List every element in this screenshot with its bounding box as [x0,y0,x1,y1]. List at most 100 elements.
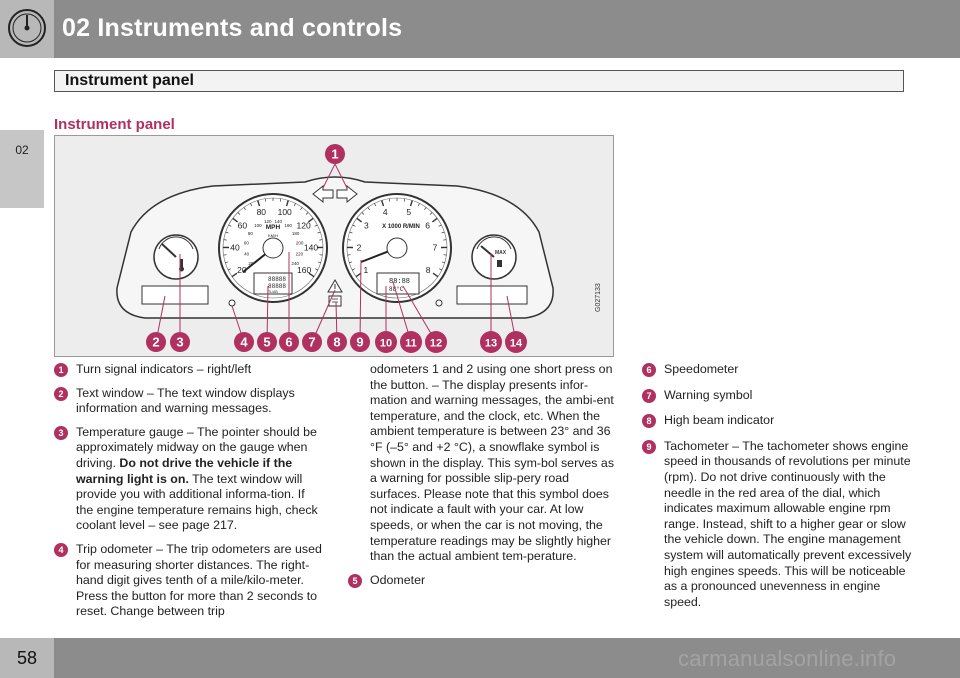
tachometer-tick [431,217,438,223]
speedometer-mph-label: 140 [304,243,318,253]
speedometer-mph-tick [293,203,296,207]
section-title-bar: Instrument panel [54,70,904,92]
speedometer-mph-label: 100 [278,207,292,217]
speedometer-mph-tick [231,272,238,278]
speedometer-kmh-label: 160 [284,223,292,228]
callout-number-3: 3 [176,335,183,350]
tachometer-label: 5 [406,207,411,217]
text-window-right [456,285,528,305]
tachometer-label: 3 [364,220,369,230]
speedometer-kmh-label: 200 [296,241,304,246]
speedometer-mph-tick [307,217,314,223]
clock-temperature-display [376,272,420,295]
chapter-side-tab: 02 [0,130,44,208]
callout-number-10: 10 [380,338,392,350]
fuel-max-label: MAX [495,250,507,256]
tachometer-tick [424,207,427,211]
speedometer-mph-tick [308,272,315,278]
speedometer-kmh-label: 240 [291,261,299,266]
item-text-5: Odometer [370,572,426,587]
tachometer-tick [441,231,445,234]
speedometer-kmh-label: 220 [296,251,304,256]
tachometer-ticks [346,198,448,278]
speedometer-mph-tick [250,203,253,207]
item-number-7: 7 [642,388,656,403]
cluster-housing [116,176,554,319]
section-title: Instrument panel [65,72,194,89]
speedometer-mph-tick [315,268,319,271]
trip-odometer-readout: 88888 [268,276,286,283]
callout-marker-6 [279,332,299,352]
item-text-3: Temperature gauge – The pointer should b… [76,425,324,534]
item-number-4: 4 [54,542,68,557]
callout-number-9: 9 [356,335,363,350]
speedometer-unit-mph: MPH [266,224,281,231]
speedometer-mph-tick [243,207,246,211]
tachometer-tick [432,272,439,278]
item-text-3a: Temperature gauge – The pointer should b… [76,424,317,470]
item-number-6: 6 [642,363,656,377]
callout-number-4: 4 [240,335,248,350]
speedometer-mph-tick [227,268,231,271]
speedometer-mph-label: 20 [237,265,247,275]
tachometer-tick [349,231,353,234]
tachometer-tick [443,239,447,241]
footer-page-tab: 58 [0,638,54,678]
list-item-4: 4 Trip odometer – The trip odometers are… [54,542,324,620]
speedometer-kmh-label: 140 [275,219,283,224]
speedometer-mph-tick [285,200,289,207]
text-column-2: odometers 1 and 2 using one short press … [348,362,616,596]
chapter-title: 02 Instruments and controls [62,14,403,42]
speedometer-mph-tick [317,231,321,234]
chapter-header-bar [0,0,960,58]
callout-marker-8 [327,332,347,352]
fuel-gauge: MAX [471,234,517,280]
tachometer-label: 2 [357,243,362,253]
callout-number-11: 11 [405,338,417,350]
turn-signal-left-icon [312,184,334,204]
turn-signal-right-icon [336,184,358,204]
callout-number-8: 8 [333,335,340,350]
item-number-3: 3 [54,425,68,440]
speedometer-mph-tick [319,239,323,241]
item-text-8: High beam indicator [664,413,775,428]
tachometer-tick [352,224,356,227]
callout-marker-1 [325,144,345,164]
speedometer-mph-tick [317,261,321,264]
high-beam-icon [328,295,342,307]
speedometer-mph-tick [314,224,318,227]
list-item-4-continued: odometers 1 and 2 using one short press … [348,362,616,565]
text-window-left [141,285,209,305]
tachometer-tick [439,268,443,271]
page-number: 58 [16,648,38,668]
callout-number-2: 2 [152,335,159,350]
item-text-9: Tachometer – The tachometer shows engine… [664,438,912,609]
tachometer-tick [374,203,377,207]
callout-number-6: 6 [285,335,292,350]
tachometer-tick [429,212,433,215]
callout-marker-12 [425,331,447,353]
figure-code: G027133 [595,283,602,312]
item-text-4-continued: odometers 1 and 2 using one short press … [370,362,615,564]
speedometer-kmh-label: 40 [244,251,250,256]
callout-marker-3 [170,332,190,352]
item-number-2: 2 [54,386,68,401]
tachometer-label: 8 [426,265,431,275]
speedometer-unit-kmh: KM/H [268,233,278,238]
callout-number-14: 14 [510,338,523,350]
speedometer-mph-tick [279,198,282,202]
watermark: carmanualsonline.info [678,646,897,671]
speedometer-mph-label: 80 [257,207,267,217]
item-text-3-warning: Do not drive the vehicle if the warning … [76,455,293,486]
callout-marker-11 [400,331,422,353]
clock-readout: 88:88 [389,278,410,286]
callout-number-1: 1 [331,147,338,162]
item-number-9: 9 [642,439,656,454]
speedometer-kmh-label: 60 [244,241,250,246]
tachometer-label: 6 [425,220,430,230]
